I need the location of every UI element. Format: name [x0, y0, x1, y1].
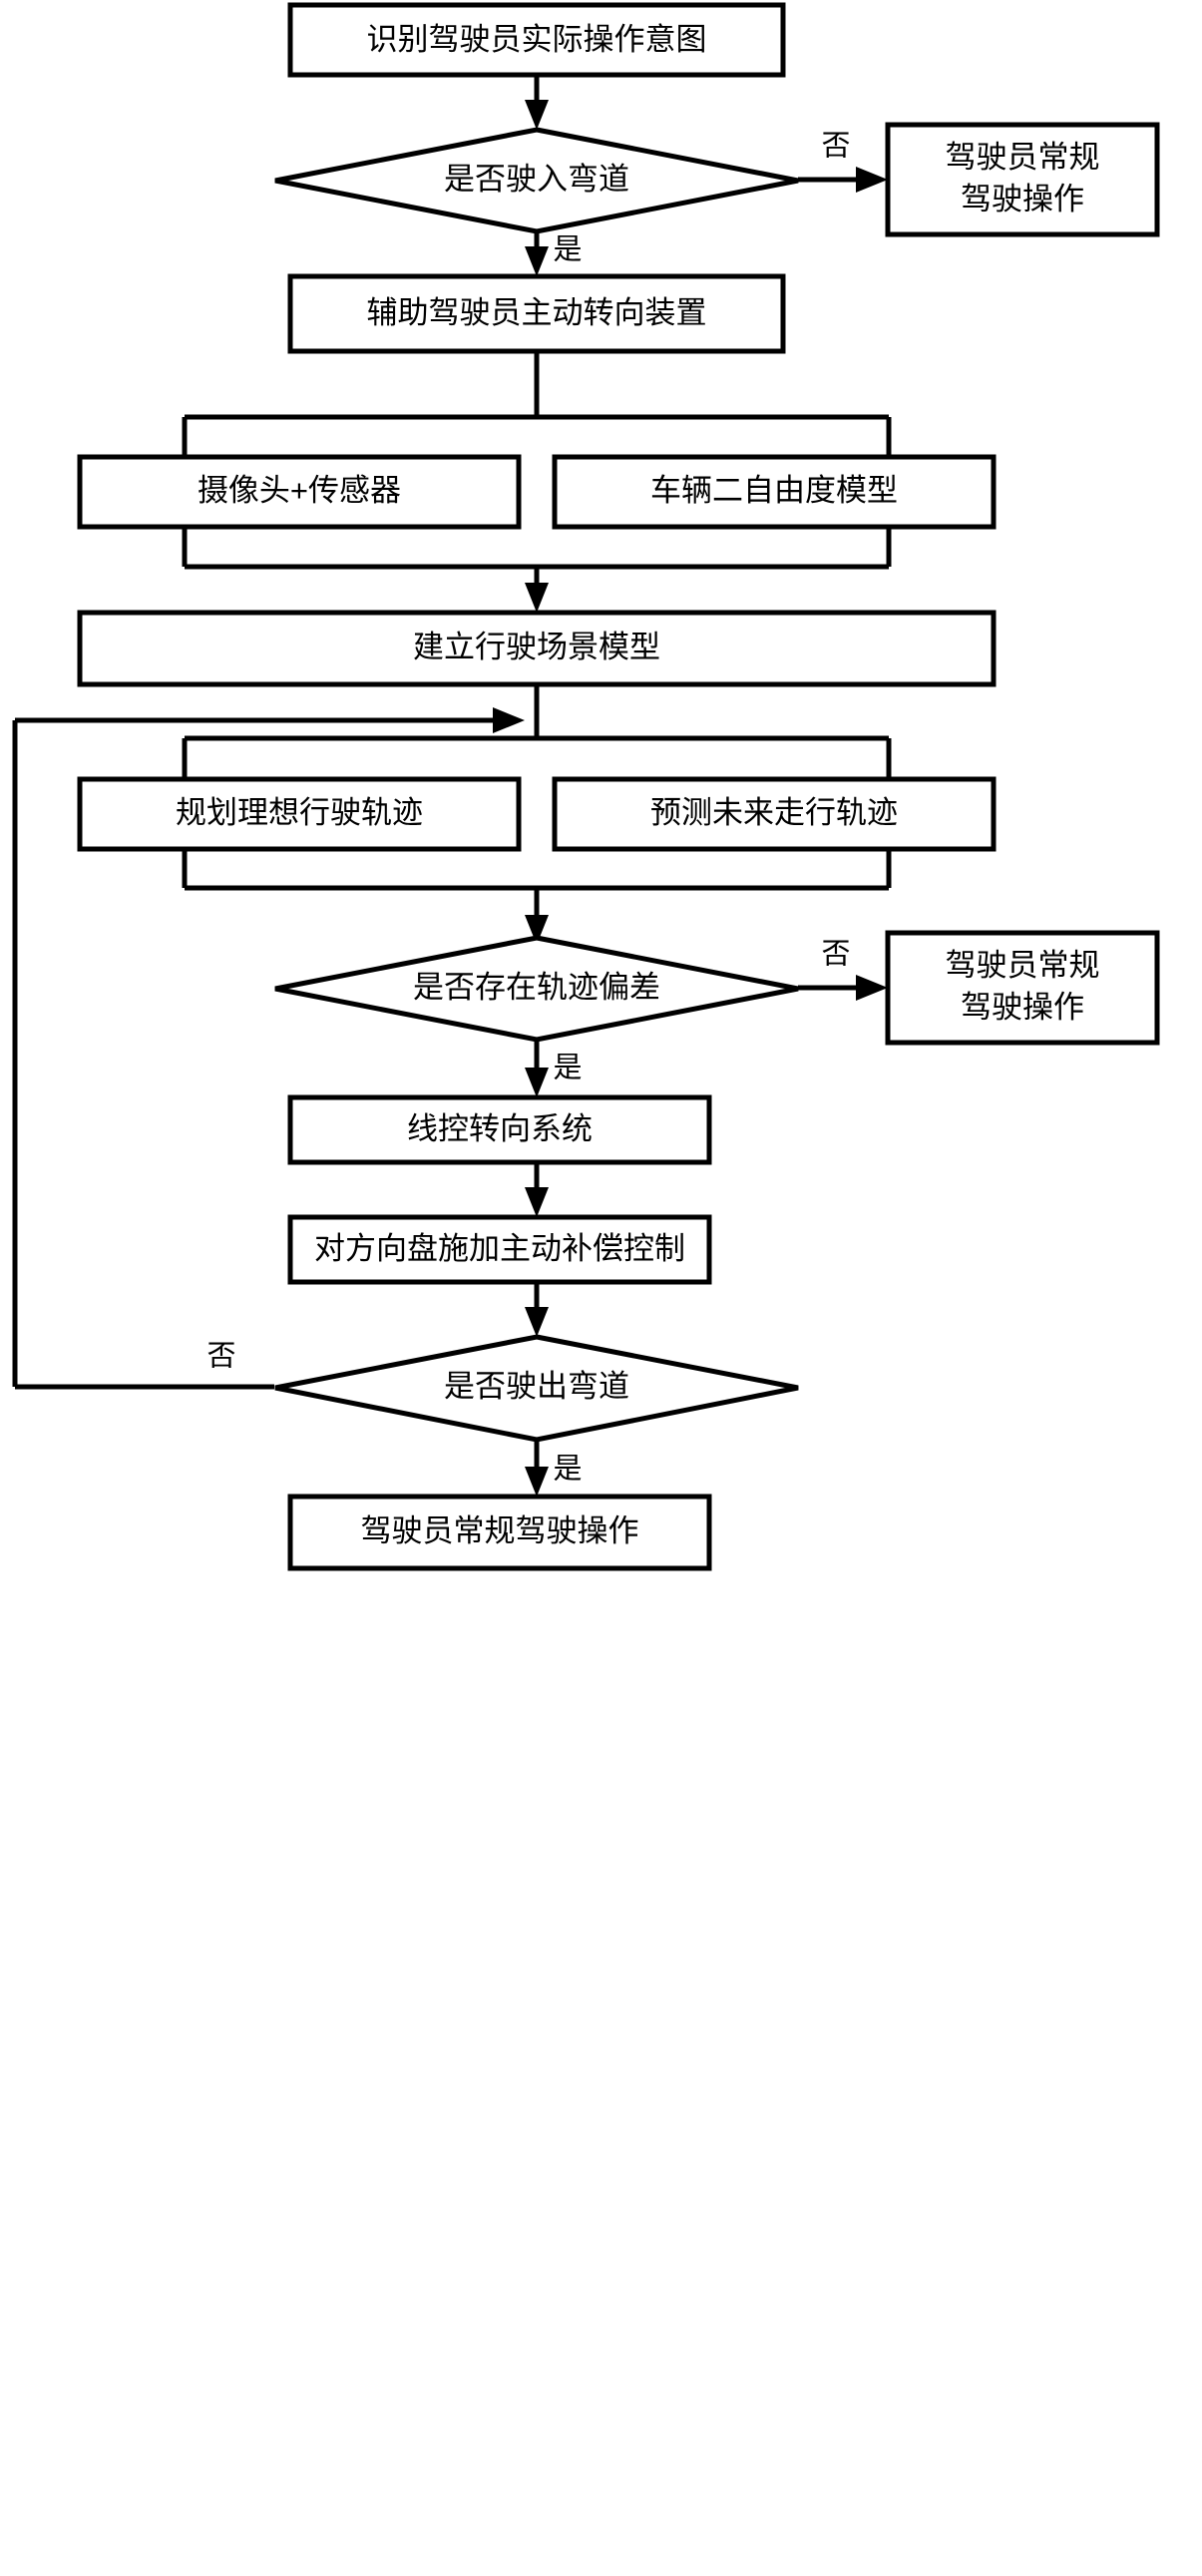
node-label: 辅助驾驶员主动转向装置	[367, 295, 707, 330]
node-steer-by-wire-system[interactable]: 线控转向系统	[287, 1094, 712, 1165]
node-label: 对方向盘施加主动补偿控制	[314, 1231, 685, 1266]
edge-n14-to-n15	[525, 1440, 549, 1497]
arrow-head-icon	[525, 1467, 549, 1497]
node-label: 识别驾驶员实际操作意图	[367, 22, 707, 57]
edge-label-n2-yes: 是	[553, 234, 582, 266]
node-label-line2: 驾驶操作	[961, 990, 1084, 1025]
edge-label-n2-no: 否	[821, 131, 850, 163]
node-label: 摄像头+传感器	[198, 473, 401, 508]
node-decision-entering-curve[interactable]: 是否驶入弯道	[274, 127, 799, 234]
node-driver-normal-operation-bottom[interactable]: 驾驶员常规驾驶操作	[287, 1494, 712, 1571]
edge-n7-to-parallel2-top	[182, 684, 892, 779]
node-label: 预测未来走行轨迹	[650, 795, 898, 830]
edge-n10-to-n11	[798, 975, 888, 1001]
arrow-head-icon	[525, 583, 549, 613]
node-label: 是否驶出弯道	[444, 1369, 629, 1404]
edge-n2-to-n4	[525, 231, 549, 276]
node-assist-active-steering-device[interactable]: 辅助驾驶员主动转向装置	[287, 273, 786, 354]
node-label: 是否存在轨迹偏差	[413, 970, 660, 1005]
node-driver-normal-operation-top[interactable]: 驾驶员常规 驾驶操作	[885, 122, 1160, 237]
node-decision-trajectory-deviation[interactable]: 是否存在轨迹偏差	[274, 935, 799, 1043]
arrow-head-icon	[525, 1307, 549, 1337]
arrow-head-icon	[525, 1068, 549, 1097]
arrow-head-icon	[525, 100, 549, 130]
edge-label-n10-no: 否	[821, 939, 850, 971]
node-predict-future-trajectory[interactable]: 预测未来走行轨迹	[552, 776, 997, 852]
edge-n10-to-n12	[525, 1040, 549, 1097]
node-build-driving-scene-model[interactable]: 建立行驶场景模型	[77, 610, 997, 687]
node-plan-ideal-trajectory[interactable]: 规划理想行驶轨迹	[77, 776, 522, 852]
node-apply-active-compensation[interactable]: 对方向盘施加主动补偿控制	[287, 1214, 712, 1285]
edge-label-n14-no: 否	[206, 1341, 235, 1373]
node-label: 建立行驶场景模型	[413, 630, 660, 664]
node-label: 是否驶入弯道	[444, 162, 629, 197]
node-label: 线控转向系统	[407, 1111, 593, 1146]
edge-n1-to-n2	[525, 75, 549, 130]
edge-n4-to-parallel-top	[182, 351, 892, 457]
edge-n2-to-n3	[798, 167, 888, 193]
arrow-head-icon	[493, 707, 525, 733]
edge-n14-feedback-loop	[12, 707, 525, 1390]
node-driver-normal-operation-middle[interactable]: 驾驶员常规 驾驶操作	[885, 930, 1160, 1046]
node-label: 驾驶员常规驾驶操作	[361, 1513, 639, 1548]
node-camera-sensor[interactable]: 摄像头+传感器	[77, 454, 522, 530]
edge-parallel2-to-n10	[182, 848, 892, 945]
arrow-head-icon	[856, 167, 888, 193]
edge-label-n14-yes: 是	[553, 1454, 582, 1486]
arrow-head-icon	[525, 246, 549, 276]
edge-parallel-to-n7	[182, 526, 892, 613]
node-label-line2: 驾驶操作	[961, 182, 1084, 216]
edge-n13-to-n14	[525, 1282, 549, 1337]
node-label: 规划理想行驶轨迹	[176, 795, 423, 830]
arrow-head-icon	[856, 975, 888, 1001]
node-label-line1: 驾驶员常规	[946, 140, 1100, 175]
arrow-head-icon	[525, 915, 549, 945]
node-label-line1: 驾驶员常规	[946, 948, 1100, 983]
arrow-head-icon	[525, 1187, 549, 1217]
node-label: 车辆二自由度模型	[650, 473, 898, 508]
node-recognize-driver-intent[interactable]: 识别驾驶员实际操作意图	[287, 2, 786, 78]
node-vehicle-2dof-model[interactable]: 车辆二自由度模型	[552, 454, 997, 530]
edge-n12-to-n13	[525, 1162, 549, 1217]
node-decision-exiting-curve[interactable]: 是否驶出弯道	[274, 1334, 799, 1443]
edge-label-n10-yes: 是	[553, 1053, 582, 1084]
